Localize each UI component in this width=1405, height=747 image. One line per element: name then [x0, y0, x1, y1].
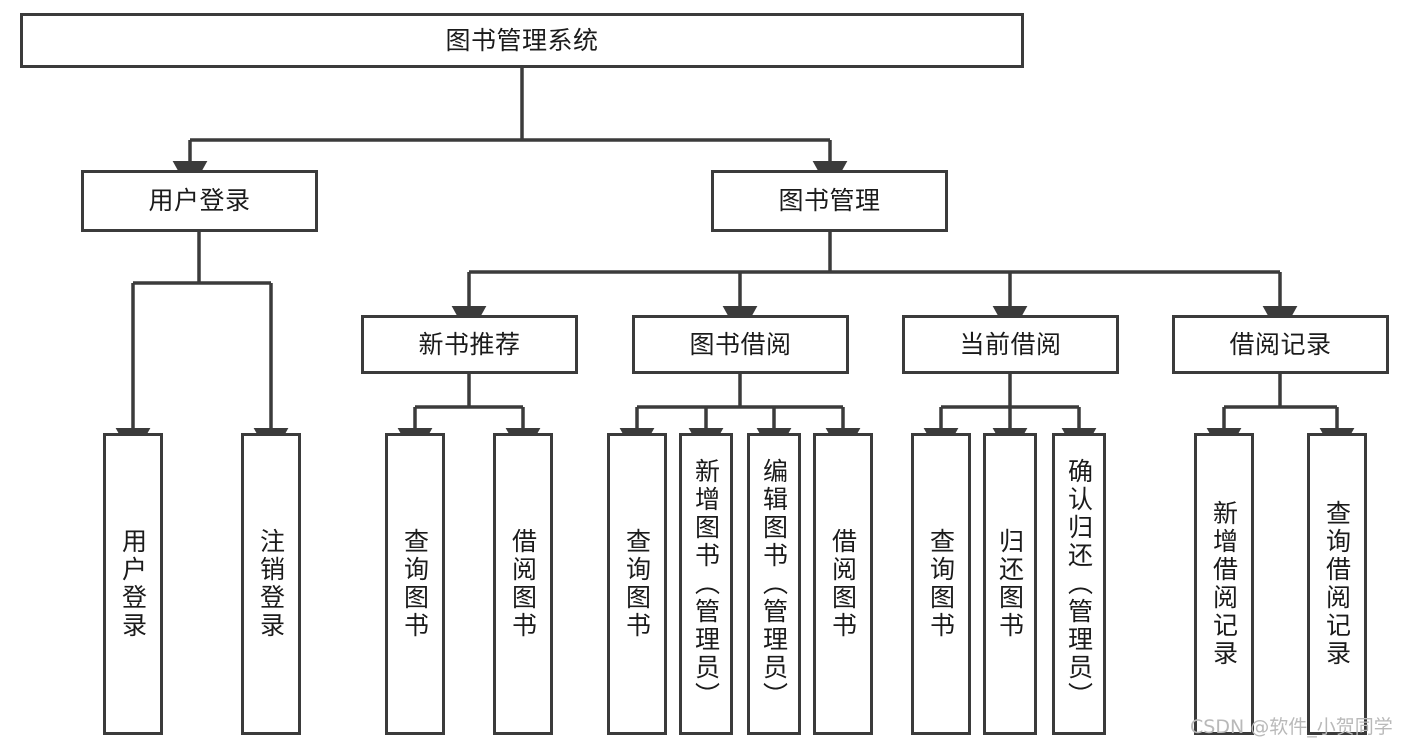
node-leaf-borrow-book-2-label: 借阅图书	[828, 528, 858, 640]
node-leaf-query-record-label: 查询借阅记录	[1322, 500, 1352, 668]
node-leaf-query-book-1-label: 查询图书	[400, 528, 430, 640]
node-user-login-label: 用户登录	[148, 186, 251, 216]
node-leaf-borrow-book-1[interactable]: 借阅图书	[493, 433, 553, 735]
node-current-borrow-label: 当前借阅	[959, 329, 1062, 359]
node-leaf-return-book-label: 归还图书	[995, 528, 1025, 640]
node-leaf-user-logout-label: 注销登录	[256, 528, 286, 640]
node-leaf-add-record-label: 新增借阅记录	[1209, 500, 1239, 668]
node-new-book-recommend[interactable]: 新书推荐	[361, 315, 578, 374]
node-leaf-query-book-2-label: 查询图书	[622, 528, 652, 640]
node-leaf-user-login-label: 用户登录	[118, 528, 148, 640]
node-current-borrow[interactable]: 当前借阅	[902, 315, 1119, 374]
node-leaf-return-book[interactable]: 归还图书	[983, 433, 1037, 735]
node-leaf-query-book-2[interactable]: 查询图书	[607, 433, 667, 735]
node-leaf-add-book-label: 新增图书（管理员）	[691, 458, 721, 710]
node-leaf-edit-book-label: 编辑图书（管理员）	[759, 458, 789, 710]
node-leaf-query-book-1[interactable]: 查询图书	[385, 433, 445, 735]
csdn-watermark: CSDN @软件_小贺同学	[1190, 716, 1393, 738]
node-leaf-confirm-return-label: 确认归还（管理员）	[1064, 458, 1094, 710]
node-new-book-recommend-label: 新书推荐	[418, 329, 521, 359]
node-leaf-query-record[interactable]: 查询借阅记录	[1307, 433, 1367, 735]
node-book-borrow[interactable]: 图书借阅	[632, 315, 849, 374]
node-leaf-confirm-return[interactable]: 确认归还（管理员）	[1052, 433, 1106, 735]
node-book-manage-label: 图书管理	[778, 186, 881, 216]
node-borrow-record[interactable]: 借阅记录	[1172, 315, 1389, 374]
node-borrow-record-label: 借阅记录	[1229, 329, 1332, 359]
node-root[interactable]: 图书管理系统	[20, 13, 1024, 68]
node-leaf-add-record[interactable]: 新增借阅记录	[1194, 433, 1254, 735]
node-leaf-query-book-3[interactable]: 查询图书	[911, 433, 971, 735]
node-leaf-edit-book[interactable]: 编辑图书（管理员）	[747, 433, 801, 735]
node-root-label: 图书管理系统	[445, 25, 599, 55]
node-user-login[interactable]: 用户登录	[81, 170, 318, 232]
node-leaf-user-logout[interactable]: 注销登录	[241, 433, 301, 735]
node-leaf-borrow-book-2[interactable]: 借阅图书	[813, 433, 873, 735]
node-leaf-add-book[interactable]: 新增图书（管理员）	[679, 433, 733, 735]
node-leaf-query-book-3-label: 查询图书	[926, 528, 956, 640]
node-book-borrow-label: 图书借阅	[689, 329, 792, 359]
node-leaf-borrow-book-1-label: 借阅图书	[508, 528, 538, 640]
node-leaf-user-login[interactable]: 用户登录	[103, 433, 163, 735]
node-book-manage[interactable]: 图书管理	[711, 170, 948, 232]
